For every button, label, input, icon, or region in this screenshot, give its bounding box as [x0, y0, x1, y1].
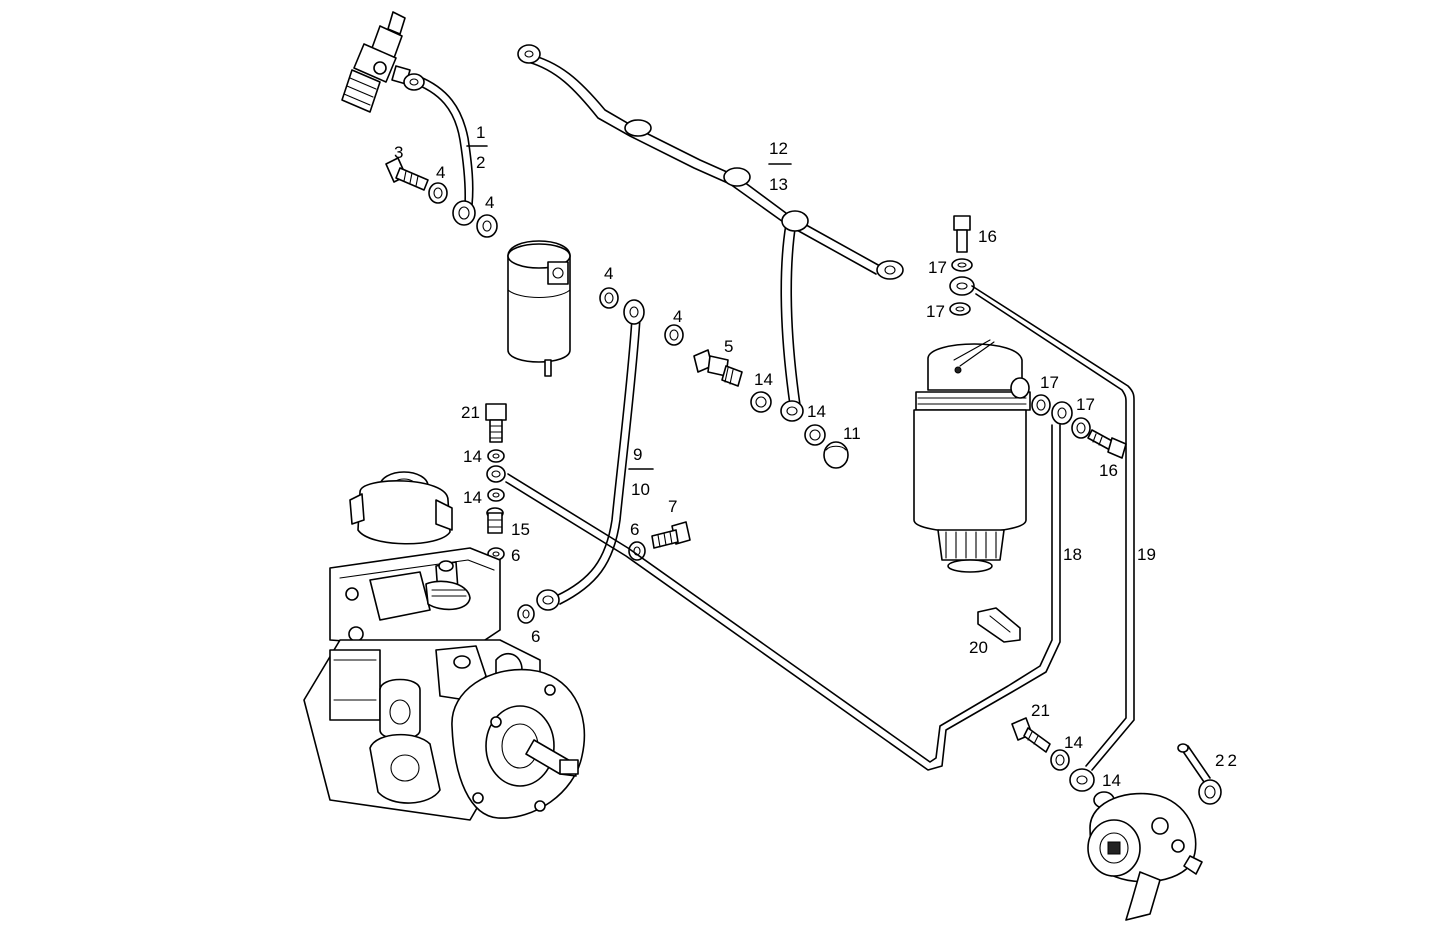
washer-4d	[664, 324, 684, 346]
callout-16: 16	[1099, 461, 1118, 480]
fuel-pipe-9-10	[536, 299, 645, 611]
washer-17a	[951, 258, 973, 272]
callout-2: 2	[476, 153, 485, 172]
callout-10: 10	[631, 480, 650, 499]
leak-off-pipe	[517, 44, 904, 422]
callout-3: 3	[394, 143, 403, 162]
washer-17b	[949, 302, 971, 316]
banjo-top	[949, 276, 975, 296]
callout-14: 14	[463, 488, 482, 507]
injection-pump	[303, 471, 586, 821]
callout-14: 14	[1064, 733, 1083, 752]
callout-7: 7	[668, 497, 677, 516]
callout-21: 21	[1031, 701, 1050, 720]
bolt-7	[651, 521, 691, 549]
callout-11: 11	[843, 424, 861, 443]
callout-22: 22	[1215, 751, 1240, 770]
fuel-line-19	[971, 285, 1135, 792]
callout-14: 14	[463, 447, 482, 466]
callout-5: 5	[724, 337, 733, 356]
injector	[341, 11, 411, 113]
callout-6: 6	[531, 627, 540, 646]
callout-19: 19	[1137, 545, 1156, 564]
callout-14: 14	[807, 402, 826, 421]
callout-20: 20	[969, 638, 988, 657]
callout-13: 13	[769, 175, 788, 194]
callout-12: 12	[769, 139, 788, 158]
fuel-filter	[913, 339, 1031, 573]
washer-14e	[487, 488, 505, 502]
callout-16: 16	[978, 227, 997, 246]
callout-labels: 1 2 3 4 4 4 4 5 14 14 11 12 13 9 10 7 6 …	[394, 123, 1240, 790]
banjo-14d	[486, 465, 506, 483]
callout-14: 14	[754, 370, 773, 389]
callout-4: 4	[436, 163, 445, 182]
callout-4: 4	[604, 264, 613, 283]
callout-17: 17	[926, 302, 945, 321]
washer-14f	[1050, 749, 1070, 771]
washer-17d	[1071, 417, 1091, 439]
feed-pump	[1087, 791, 1203, 921]
fuel-line-long	[505, 424, 1061, 771]
injector-return-pipe	[403, 73, 476, 226]
washer-17c	[1031, 394, 1051, 416]
bleed-lever	[1177, 743, 1222, 805]
callout-15: 15	[511, 520, 530, 539]
washer-6a	[517, 604, 535, 624]
washer-14c	[487, 449, 505, 463]
bolt-16b	[1087, 429, 1127, 459]
callout-4: 4	[485, 193, 494, 212]
callout-1: 1	[476, 123, 485, 142]
washer-4b	[476, 214, 498, 238]
callout-6: 6	[511, 546, 520, 565]
callout-17: 17	[928, 258, 947, 277]
fuel-filter-small	[507, 240, 571, 377]
callout-9: 9	[633, 445, 642, 464]
callout-17: 17	[1040, 373, 1059, 392]
washer-14a	[750, 391, 772, 413]
washer-14b	[804, 424, 826, 446]
callout-21: 21	[461, 403, 480, 422]
callout-18: 18	[1063, 545, 1082, 564]
cap	[823, 441, 849, 469]
bolt-21b	[1011, 717, 1051, 753]
banjo-bolt-3	[385, 157, 429, 191]
banjo-side	[1051, 401, 1073, 425]
vent-screw	[693, 349, 743, 387]
callout-4: 4	[673, 307, 682, 326]
callout-14: 14	[1102, 771, 1121, 790]
callout-6: 6	[630, 520, 639, 539]
washer-4a	[428, 182, 448, 204]
fitting-15	[486, 507, 504, 534]
bolt-16a	[953, 215, 971, 253]
bolt-21a	[485, 403, 507, 443]
washer-4c	[599, 287, 619, 309]
callout-17: 17	[1076, 395, 1095, 414]
clamp	[977, 607, 1021, 643]
